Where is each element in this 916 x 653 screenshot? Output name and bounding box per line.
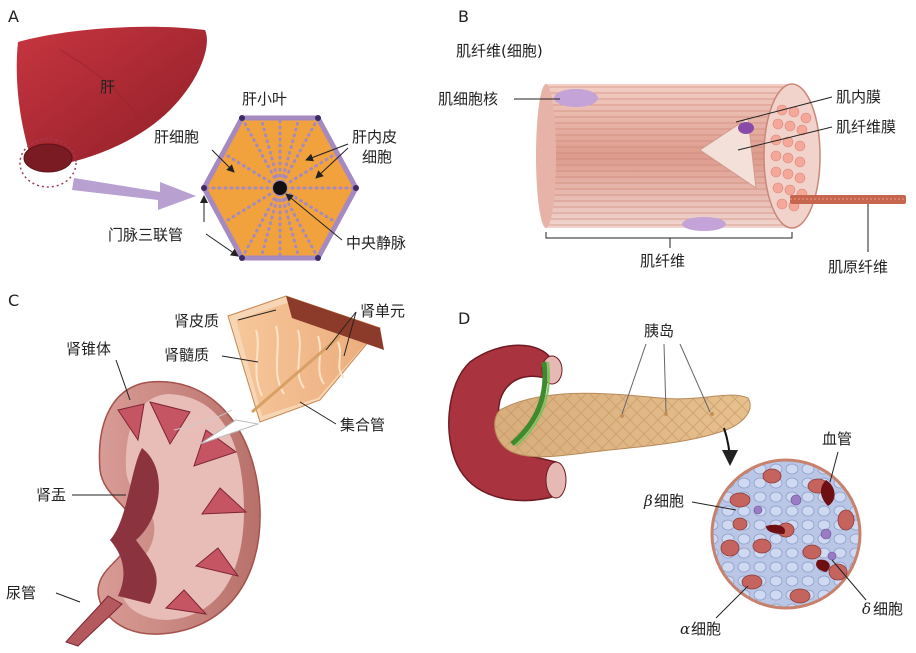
islet-label: 胰岛	[644, 322, 674, 340]
muscle-nucleus-bottom	[682, 217, 726, 231]
endothelial-label-line1: 肝内皮	[352, 128, 397, 146]
alpha-symbol: α	[680, 620, 690, 638]
beta-symbol: β	[643, 492, 653, 510]
panel-b: B 肌纤维(细胞) 肌细胞核 肌内膜	[438, 7, 906, 276]
islet-cross-section	[712, 460, 860, 608]
panel-c-letter: C	[8, 291, 19, 310]
alpha-label: α 细胞	[680, 620, 721, 638]
panel-c: C	[6, 291, 405, 646]
nucleus-label: 肌细胞核	[438, 90, 498, 108]
beta-label: β 细胞	[643, 492, 684, 510]
kidney-shape	[98, 382, 260, 635]
magnify-arrow	[72, 178, 196, 210]
liver-lobule	[201, 115, 359, 261]
pelvis-label: 肾盂	[36, 486, 66, 504]
delta-symbol: δ	[862, 600, 871, 618]
panel-a-letter: A	[8, 7, 19, 26]
panel-a: A 肝 肝小叶 肝细胞	[8, 7, 406, 261]
alpha-text: 细胞	[691, 620, 721, 638]
delta-text: 细胞	[873, 600, 903, 618]
vessel-label: 血管	[822, 430, 852, 448]
ureter-label: 尿管	[6, 584, 36, 602]
liver-tissue-sample	[24, 144, 72, 172]
panel-d-letter: D	[458, 309, 470, 328]
lobule-title: 肝小叶	[242, 90, 287, 108]
endothelial-label-line2: 细胞	[362, 148, 392, 166]
muscle-fiber-title: 肌纤维(细胞)	[456, 42, 543, 60]
panel-d: D 胰岛	[449, 309, 903, 638]
nephron-label: 肾单元	[360, 302, 405, 320]
central-vein-label: 中央静脉	[346, 234, 406, 252]
fiber-label: 肌纤维	[640, 252, 685, 270]
central-vein-dot	[273, 181, 287, 195]
delta-label: δ 细胞	[862, 600, 903, 618]
panel-b-letter: B	[458, 7, 469, 26]
liver-label: 肝	[100, 78, 115, 96]
portal-triad-label: 门脉三联管	[108, 226, 183, 244]
myofibril-label: 肌原纤维	[828, 258, 888, 276]
collecting-duct-label: 集合管	[340, 416, 385, 434]
hepatocyte-label: 肝细胞	[154, 128, 199, 146]
muscle-nucleus-top	[554, 89, 598, 107]
pyramid-label: 肾锥体	[66, 340, 111, 358]
medulla-label: 肾髓质	[164, 346, 209, 364]
beta-text: 细胞	[654, 492, 684, 510]
endomysium-label: 肌内膜	[836, 88, 881, 106]
cortex-label: 肾皮质	[174, 312, 219, 330]
muscle-fiber-cylinder	[536, 84, 820, 231]
sarcolemma-label: 肌纤维膜	[836, 118, 896, 136]
